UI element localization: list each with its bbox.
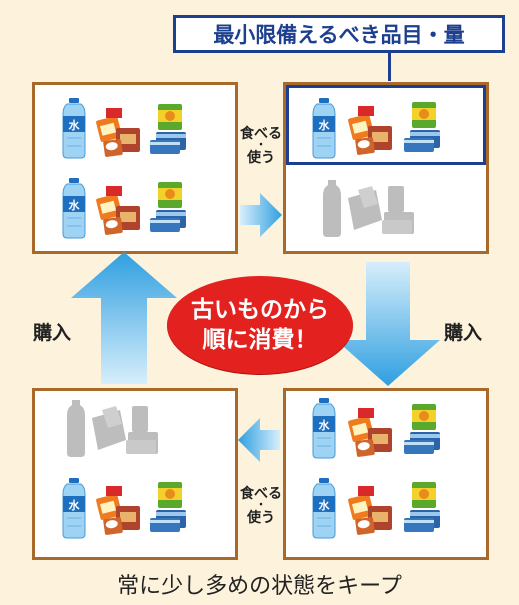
consume-label-top: 食べる ・ 使う bbox=[238, 127, 284, 165]
canned-food-icon bbox=[150, 482, 186, 532]
canned-food-icon bbox=[404, 482, 440, 532]
retort-pouch-icon bbox=[95, 108, 140, 158]
retort-pouch-icon bbox=[95, 486, 140, 536]
canned-food-icon bbox=[404, 102, 440, 152]
retort-pouch-icon bbox=[347, 408, 392, 458]
canned-food-icon bbox=[150, 104, 186, 154]
arrow-left-icon bbox=[238, 418, 280, 462]
canned-food-icon bbox=[150, 182, 186, 232]
buy-label-left: 購入 bbox=[33, 322, 72, 344]
panel-top-right-items bbox=[312, 97, 440, 237]
title-box: 最小限備えるべき品目・量 bbox=[173, 15, 505, 53]
empty-silhouette-icon bbox=[323, 180, 414, 237]
panel-bottom-right-items bbox=[312, 397, 440, 539]
center-bubble-line1: 古いものから bbox=[191, 297, 329, 323]
retort-pouch-icon bbox=[347, 106, 392, 156]
arrow-up-icon bbox=[71, 252, 177, 384]
consume-label-top-line1: 食べる bbox=[240, 126, 282, 142]
water-bottle-icon bbox=[312, 477, 336, 539]
consume-label-top-dot: ・ bbox=[256, 140, 266, 151]
water-bottle-icon bbox=[62, 477, 86, 539]
canned-food-icon bbox=[404, 404, 440, 454]
bottom-caption: 常に少し多めの状態をキープ bbox=[117, 574, 402, 599]
consume-label-bottom-line2: 使う bbox=[247, 510, 275, 526]
minimum-stock-highlight bbox=[286, 85, 486, 165]
consume-label-top-line2: 使う bbox=[247, 150, 275, 166]
empty-silhouette-icon bbox=[67, 400, 158, 457]
consume-label-bottom-line1: 食べる bbox=[240, 486, 282, 502]
arrow-down-icon bbox=[336, 262, 440, 386]
consume-label-bottom: 食べる ・ 使う bbox=[238, 487, 284, 525]
water-bottle-icon bbox=[312, 397, 336, 459]
arrow-right-icon bbox=[240, 193, 282, 237]
retort-pouch-icon bbox=[95, 186, 140, 236]
title-connector-line bbox=[388, 53, 391, 81]
consume-label-bottom-dot: ・ bbox=[256, 500, 266, 511]
water-bottle-icon bbox=[62, 177, 86, 239]
center-bubble: 古いものから 順に消費！ bbox=[167, 276, 353, 374]
panel-top-left-items bbox=[62, 97, 186, 239]
water-bottle-icon bbox=[62, 97, 86, 159]
panel-bottom-left-items bbox=[62, 400, 186, 539]
center-bubble-line2: 順に消費！ bbox=[202, 327, 318, 353]
retort-pouch-icon bbox=[347, 486, 392, 536]
buy-label-right: 購入 bbox=[444, 322, 483, 344]
water-bottle-icon bbox=[312, 97, 336, 159]
